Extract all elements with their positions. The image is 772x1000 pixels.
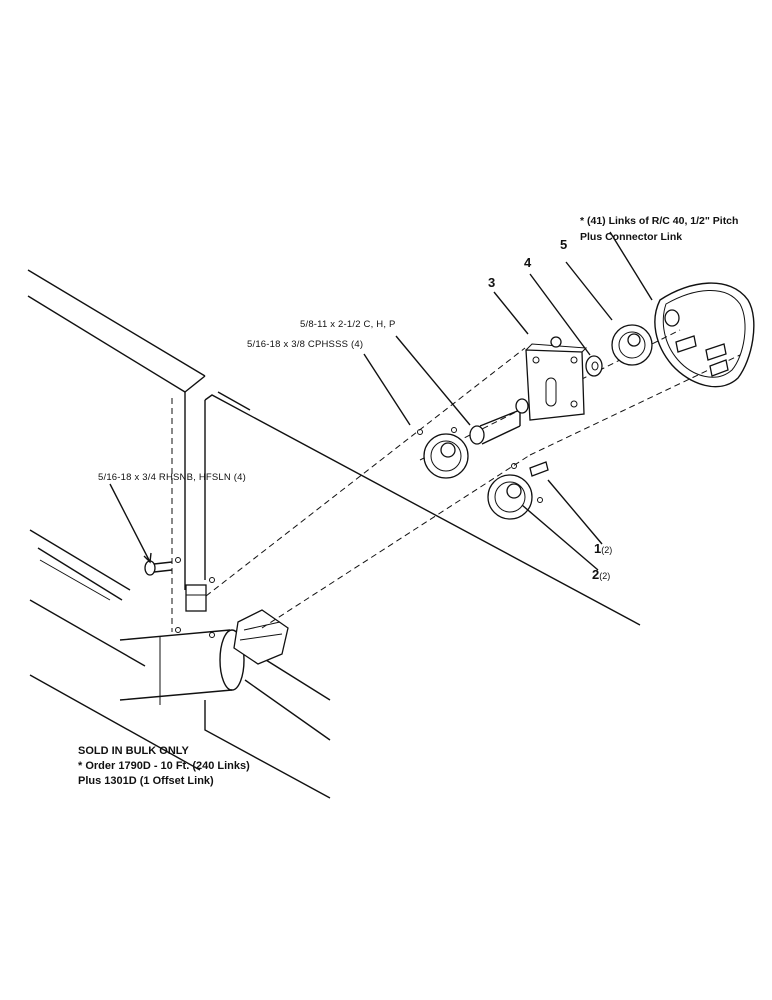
setscrew-label: 5/16-18 x 3/8 CPHSSS (4) [247,339,364,350]
callout-5: 5 [560,237,568,252]
chain-note-line2: Plus Connector Link [580,231,683,243]
chain-note-line1: * (41) Links of R/C 40, 1/2" Pitch [580,215,739,227]
assembly-lines [205,329,741,629]
callout-1: 1(2) [594,541,613,557]
carriage-bolt-label: 5/16-18 x 3/4 RHSNB, HFSLN (4) [98,472,247,483]
bulk-note-line3: Plus 1301D (1 Offset Link) [78,775,214,787]
leader-lines [363,231,653,571]
conveyor-trough [29,529,331,771]
bulk-note-line1: SOLD IN BULK ONLY [78,745,189,757]
roller-chain-loop [654,282,755,388]
callout-1-qty: (2) [601,545,613,555]
callout-3: 3 [488,275,496,290]
bolt-pin-label: 5/8-11 x 2-1/2 C, H, P [300,319,396,330]
callout-2: 2(2) [592,567,611,583]
drive-sprocket-left [417,427,469,479]
bulk-note-line2: * Order 1790D - 10 Ft. (240 Links) [78,760,250,772]
bulk-note: SOLD IN BULK ONLY * Order 1790D - 10 Ft.… [78,744,250,789]
callout-2-number: 2 [592,567,600,582]
shaft-collar [233,609,289,665]
drive-shaft [119,629,245,705]
callout-4: 4 [524,255,532,270]
upright-bracket [175,557,215,638]
carriage-bolt [109,483,173,576]
bearing-plate-item-3 [525,336,588,421]
sprocket-item-5 [611,324,653,366]
callout-1-number: 1 [594,541,602,556]
frame-upright [204,391,641,799]
bolt-pin [469,398,529,445]
sprocket-item-2 [487,463,543,520]
washer-item-4 [585,355,603,377]
key-item-1 [529,461,549,477]
frame-top-panel [27,269,206,632]
callout-2-qty: (2) [599,571,611,581]
